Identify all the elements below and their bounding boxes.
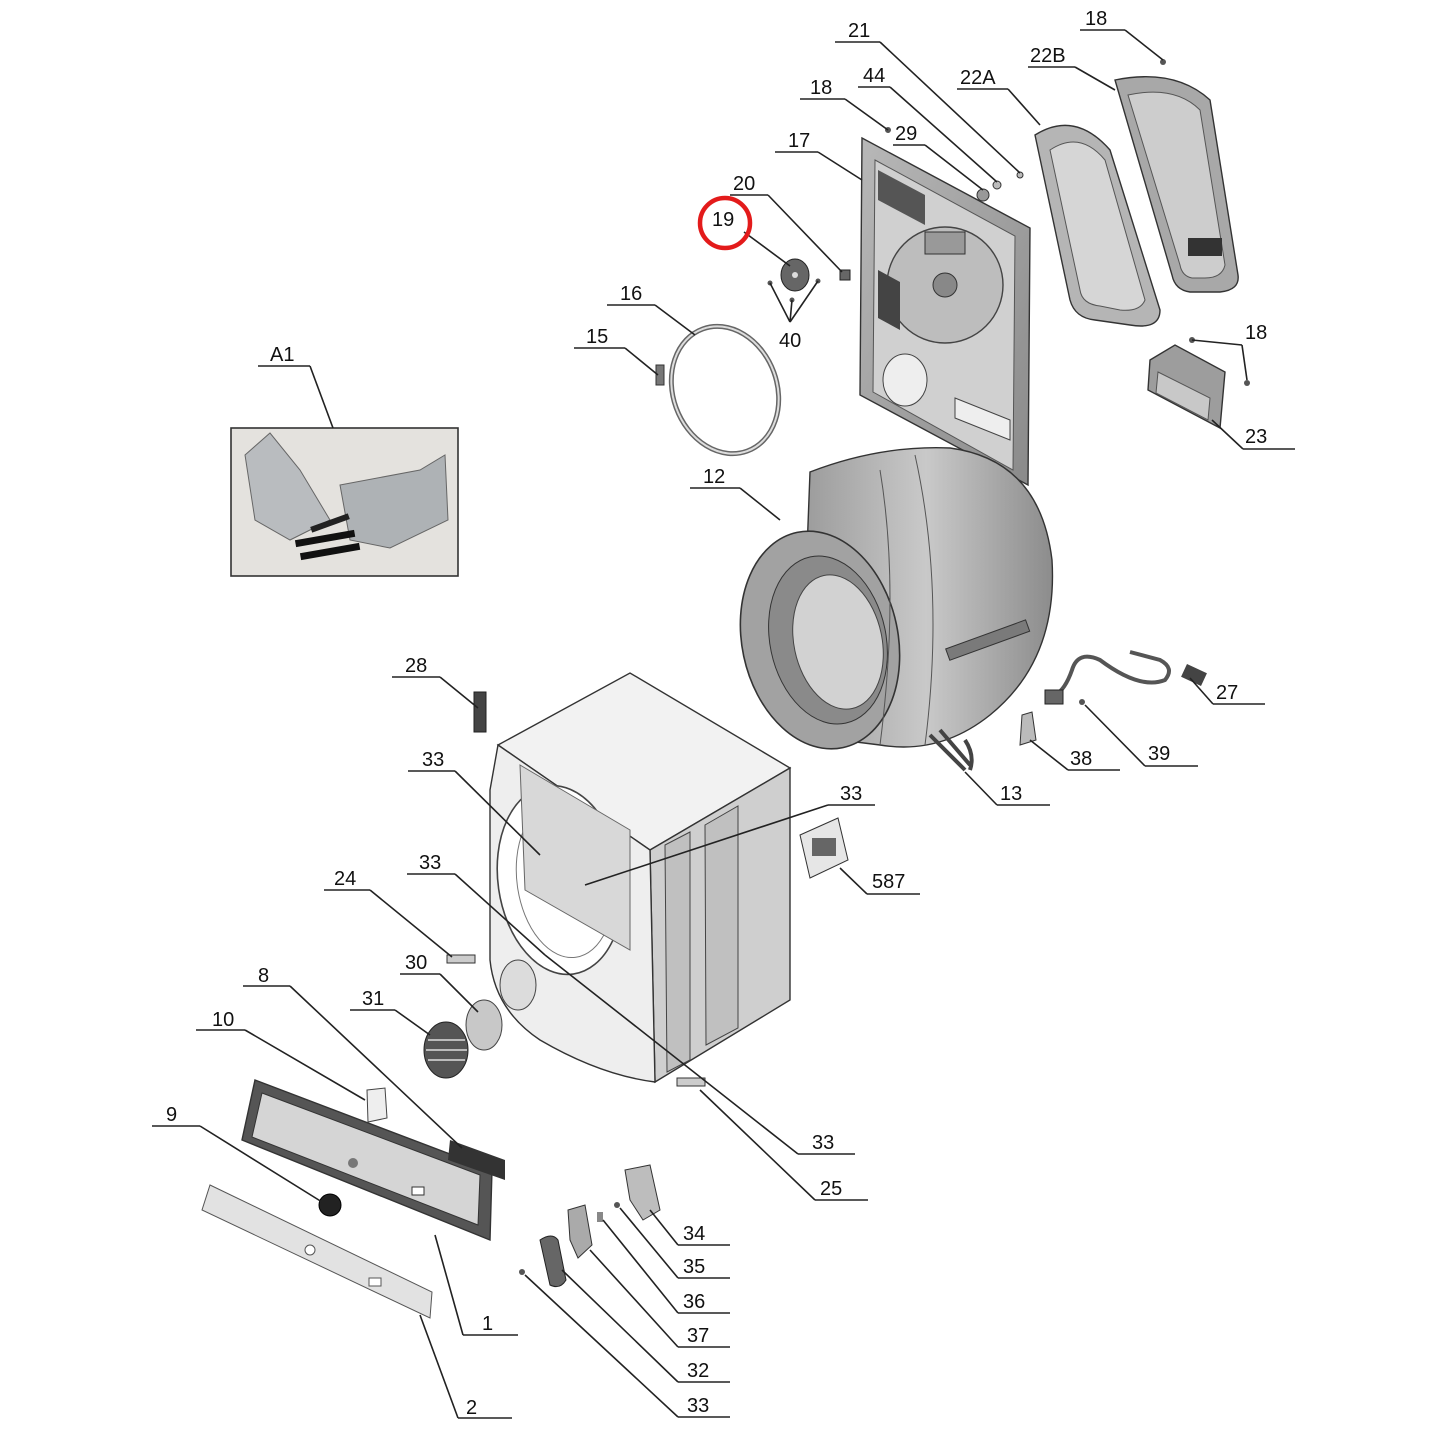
label-20: 20 (733, 173, 756, 195)
cover-22b (1114, 76, 1239, 293)
drum-12 (739, 447, 1054, 750)
a1-kit-photo (230, 427, 459, 577)
label-19: 19 (712, 209, 735, 231)
spring-35 (614, 1202, 620, 1208)
filter-30 (465, 999, 503, 1051)
label-25: 25 (820, 1178, 843, 1200)
label-39: 39 (1148, 743, 1171, 765)
label-44: 44 (863, 65, 886, 87)
handle-32 (539, 1235, 567, 1288)
belt-13 (928, 728, 974, 772)
label-36: 36 (683, 1291, 706, 1313)
label-17: 17 (788, 130, 811, 152)
part-29 (976, 188, 990, 202)
label-29: 29 (895, 123, 918, 145)
bracket-38 (1019, 711, 1037, 746)
label-16: 16 (620, 283, 643, 305)
part-36 (597, 1212, 603, 1222)
cabinet-body (489, 672, 792, 1084)
latch-34 (624, 1164, 661, 1221)
power-cord-27 (1044, 650, 1207, 705)
label-33-cabinet-right: 33 (840, 783, 863, 805)
label-1: 1 (482, 1313, 494, 1335)
board-587 (799, 817, 849, 879)
label-34: 34 (683, 1223, 706, 1245)
label-33-cabinet-lower: 33 (419, 852, 442, 874)
clip-15 (655, 364, 665, 386)
label-587: 587 (872, 871, 906, 893)
label-28: 28 (405, 655, 428, 677)
lock-37 (567, 1204, 593, 1259)
label-35: 35 (683, 1256, 706, 1278)
part-44 (992, 180, 1002, 190)
label-40: 40 (779, 330, 802, 352)
label-33-bottom: 33 (687, 1395, 710, 1417)
label-18-top-right: 18 (1085, 8, 1108, 30)
screw-33 (519, 1269, 525, 1275)
screw-18-low (1244, 380, 1250, 386)
hinge-24 (446, 954, 476, 964)
label-33-cabinet-left: 33 (422, 749, 445, 771)
hinge-25 (676, 1077, 706, 1087)
label-21: 21 (848, 20, 871, 42)
label-8: 8 (258, 965, 270, 987)
label-23: 23 (1245, 426, 1268, 448)
pcb-8 (448, 1140, 505, 1180)
label-15: 15 (586, 326, 609, 348)
grille-31 (423, 1021, 469, 1079)
label-18-right: 18 (1245, 322, 1268, 344)
label-9: 9 (166, 1104, 178, 1126)
nut-20 (839, 269, 851, 281)
label-37: 37 (687, 1325, 710, 1347)
knob-9 (318, 1193, 342, 1217)
leader-lines (152, 29, 1295, 1419)
label-a1: A1 (270, 344, 295, 366)
label-22a: 22A (960, 67, 996, 89)
screw-18-right-top (1160, 59, 1166, 65)
label-12: 12 (703, 466, 726, 488)
cover-22a (1034, 124, 1161, 327)
vent-28 (473, 691, 487, 733)
label-2: 2 (466, 1397, 478, 1419)
pulley-19 (767, 258, 821, 303)
control-panel-1 (241, 1079, 493, 1242)
label-33-hinge: 33 (812, 1132, 835, 1154)
label-13: 13 (1000, 783, 1023, 805)
label-38: 38 (1070, 748, 1093, 770)
label-18-top-left: 18 (810, 77, 833, 99)
seal-ring (668, 323, 782, 457)
label-24: 24 (334, 868, 357, 890)
label-31: 31 (362, 988, 385, 1010)
label-10: 10 (212, 1009, 235, 1031)
label-32: 32 (687, 1360, 710, 1382)
back-panel (859, 136, 1031, 487)
bracket-23 (1147, 344, 1226, 430)
label-27: 27 (1216, 682, 1239, 704)
panel-overlay-2 (201, 1184, 433, 1319)
screw-39 (1079, 699, 1085, 705)
label-22b: 22B (1030, 45, 1066, 67)
label-30: 30 (405, 952, 428, 974)
bracket-10 (366, 1087, 388, 1123)
highlight-circle (697, 195, 753, 251)
